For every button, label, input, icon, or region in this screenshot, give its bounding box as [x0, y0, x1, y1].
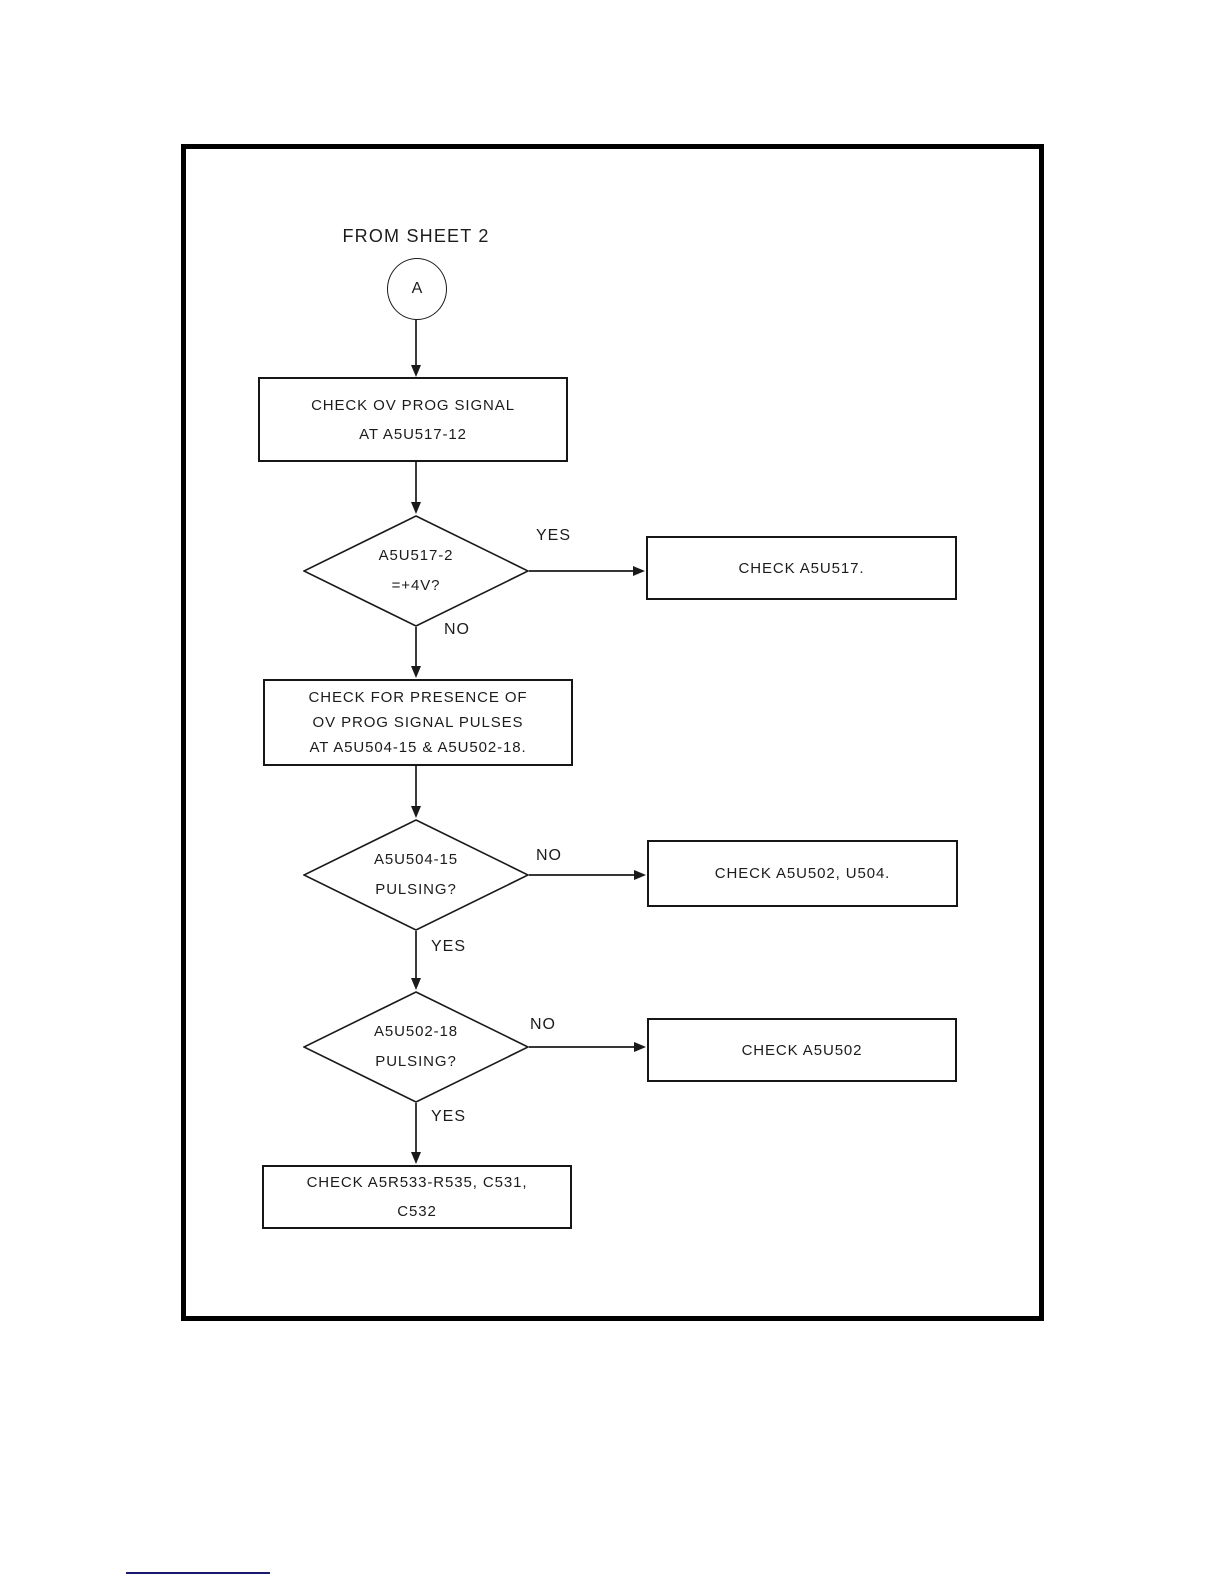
edge-label-no-decision2: NO	[536, 847, 562, 864]
process-text-line: CHECK A5R533-R535, C531,	[306, 1174, 528, 1191]
connector-a-label: A	[411, 280, 423, 297]
edge-label-yes-decision3: YES	[431, 1108, 467, 1125]
process-text-line: AT A5U504-15 & A5U502-18.	[309, 739, 527, 756]
decision-text-line: A5U502-18	[374, 1023, 458, 1040]
edge-label-yes-decision2: YES	[431, 938, 467, 955]
edge-label-no-decision1: NO	[444, 621, 470, 638]
action-text: CHECK A5U502, U504.	[714, 865, 891, 882]
decision-text-line: A5U517-2	[378, 547, 454, 564]
connector-a-circle: A	[387, 258, 447, 320]
process-check-ov-prog-signal: CHECK OV PROG SIGNAL AT A5U517-12	[258, 377, 568, 462]
decision-a5u504-15: A5U504-15 PULSING?	[303, 819, 529, 931]
process-text-line: CHECK FOR PRESENCE OF	[308, 689, 528, 706]
process-text-line: AT A5U517-12	[359, 425, 467, 443]
decision-a5u502-18: A5U502-18 PULSING?	[303, 991, 529, 1103]
decision-text-line: PULSING?	[375, 1053, 457, 1070]
action-text: CHECK A5U517.	[738, 559, 865, 577]
edge-label-yes-decision1: YES	[536, 527, 572, 544]
action-check-a5u502-u504: CHECK A5U502, U504.	[647, 840, 958, 907]
process-check-pulses: CHECK FOR PRESENCE OF OV PROG SIGNAL PUL…	[263, 679, 573, 766]
action-text: CHECK A5U502	[741, 1041, 863, 1059]
process-text-line: OV PROG SIGNAL PULSES	[312, 714, 524, 731]
diamond-shape	[303, 991, 529, 1103]
diamond-shape	[303, 515, 529, 627]
footer-rule	[126, 1572, 270, 1574]
process-text-line: CHECK OV PROG SIGNAL	[311, 396, 515, 414]
process-check-r533-r535: CHECK A5R533-R535, C531, C532	[262, 1165, 572, 1229]
action-check-a5u517: CHECK A5U517.	[646, 536, 957, 600]
action-check-a5u502: CHECK A5U502	[647, 1018, 957, 1082]
diamond-shape	[303, 819, 529, 931]
decision-text-line: A5U504-15	[374, 851, 458, 868]
decision-a5u517-2: A5U517-2 =+4V?	[303, 515, 529, 627]
page-border	[181, 144, 1044, 1321]
decision-text-line: =+4V?	[391, 577, 441, 594]
process-text-line: C532	[397, 1203, 437, 1220]
decision-text-line: PULSING?	[375, 881, 457, 898]
edge-label-no-decision3: NO	[530, 1016, 556, 1033]
from-sheet-label: FROM SHEET 2	[342, 226, 490, 246]
